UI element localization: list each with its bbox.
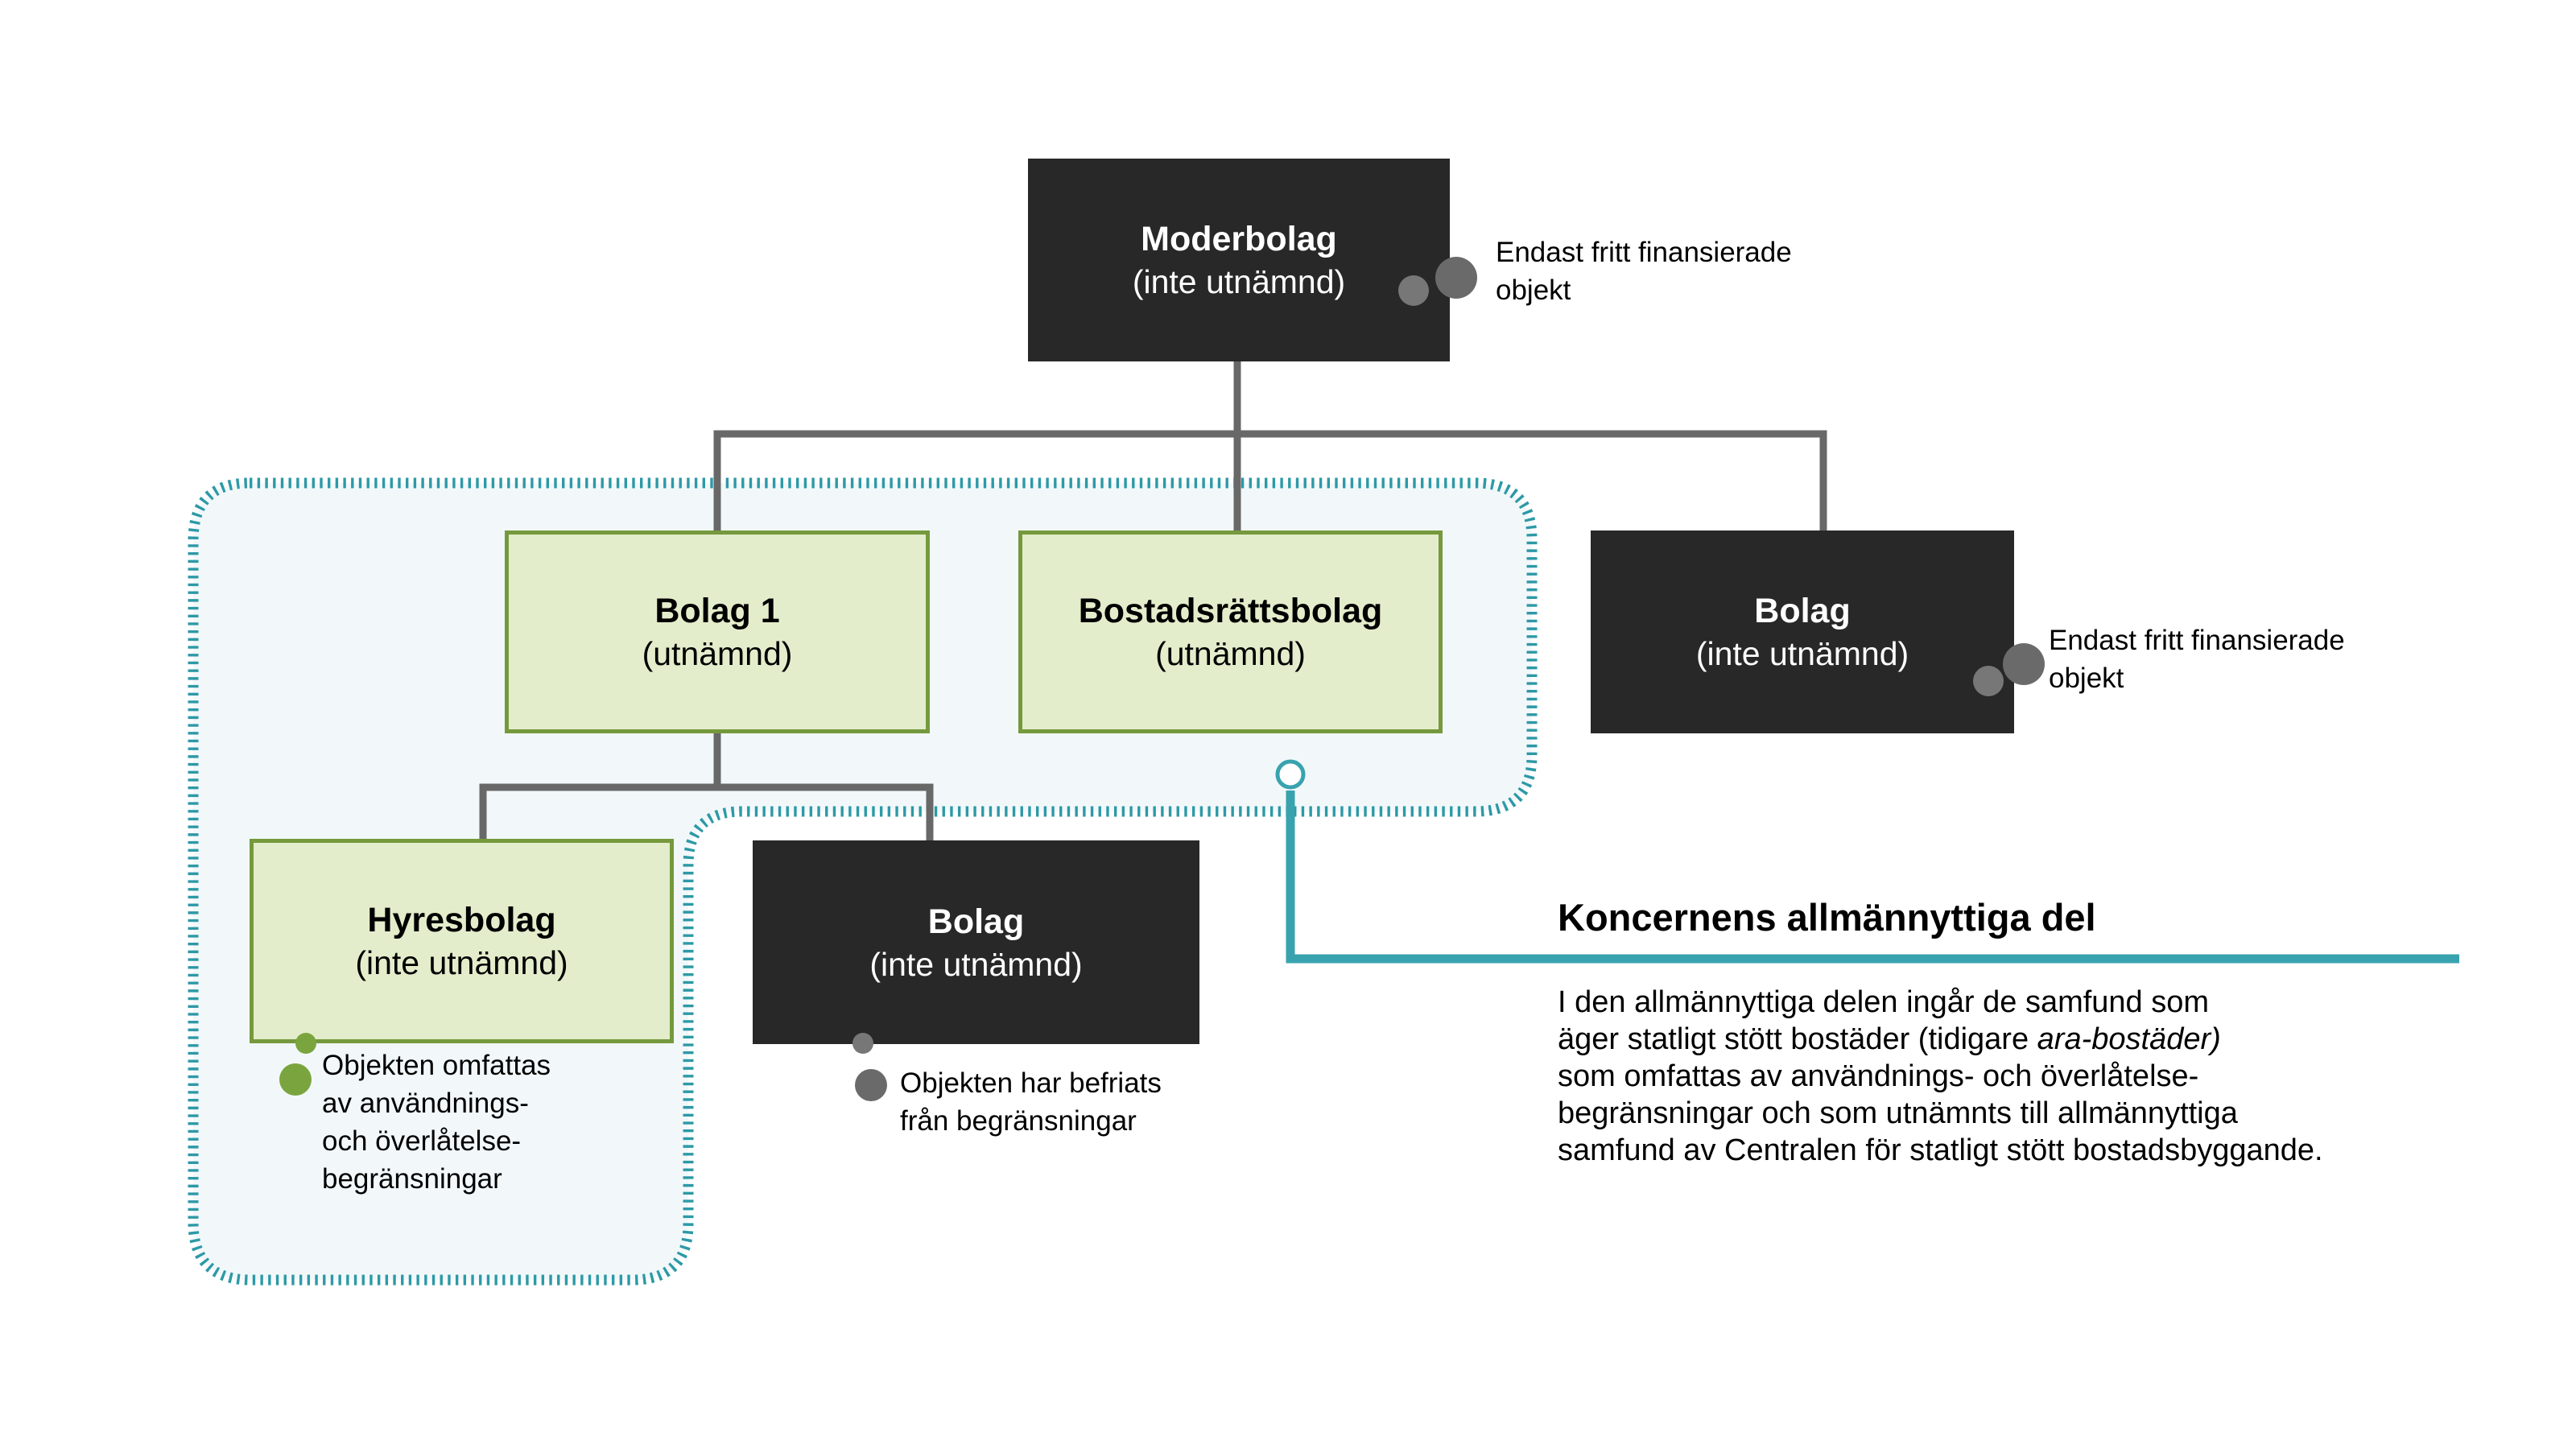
box-bolag-befriat: Bolag (inte utnämnd)	[753, 840, 1199, 1044]
dot-large-gray-moderbolag-icon	[1435, 257, 1477, 299]
legend-paragraph-line: samfund av Centralen för statligt stött …	[1558, 1132, 2323, 1169]
connector-region-to-legend	[1286, 791, 2459, 964]
legend-text: I den allmännyttiga delen ingår de samfu…	[1558, 985, 2210, 1019]
legend-paragraph-line: I den allmännyttiga delen ingår de samfu…	[1558, 984, 2323, 1021]
legend-text: äger statligt stött bostäder (tidigare	[1558, 1022, 2037, 1056]
box-bolag1-title: Bolag 1	[654, 592, 780, 630]
box-bostadsrattsbolag-title: Bostadsrättsbolag	[1078, 592, 1383, 630]
legend-paragraph: I den allmännyttiga delen ingår de samfu…	[1558, 984, 2323, 1169]
box-moderbolag: Moderbolag (inte utnämnd)	[1028, 159, 1450, 361]
note-moderbolag: Endast fritt finansierade objekt	[1496, 237, 1792, 306]
box-hyresbolag-subtitle: (inte utnämnd)	[355, 944, 568, 981]
dot-large-gray-bolag-fritt-icon	[2003, 643, 2045, 685]
box-bolag-befriat-subtitle: (inte utnämnd)	[869, 945, 1083, 983]
note-bolag-fritt: Endast fritt finansierade objekt	[2049, 625, 2345, 694]
box-bolag1-subtitle: (utnämnd)	[642, 635, 793, 672]
box-bostadsrattsbolag: Bostadsrättsbolag (utnämnd)	[1018, 530, 1443, 733]
dot-large-gray-bolag-befriat-icon	[855, 1069, 887, 1101]
box-hyresbolag-title: Hyresbolag	[367, 901, 556, 939]
box-bolag-fritt-subtitle: (inte utnämnd)	[1695, 635, 1909, 672]
legend-text: som omfattas av användnings- och överlåt…	[1558, 1059, 2199, 1093]
box-bostadsrattsbolag-subtitle: (utnämnd)	[1155, 635, 1306, 672]
dot-small-green-hyresbolag-icon	[295, 1033, 316, 1054]
box-bolag-fritt-title: Bolag	[1754, 592, 1851, 630]
legend-text-italic: ara-bostäder)	[2037, 1022, 2221, 1056]
dot-small-gray-bolag-befriat-icon	[852, 1033, 873, 1054]
connector-bolag1-to-children	[479, 783, 934, 840]
legend-paragraph-line: begränsningar och som utnämnts till allm…	[1558, 1095, 2323, 1132]
dot-large-green-hyresbolag-icon	[279, 1063, 312, 1096]
connector-node-circle	[1275, 759, 1306, 790]
note-hyresbolag: Objekten omfattas av användnings- och öv…	[322, 1050, 551, 1195]
connector-moderbolag-to-children	[713, 430, 1827, 530]
legend-heading: Koncernens allmännyttiga del	[1558, 896, 2096, 939]
box-bolag-befriat-title: Bolag	[927, 902, 1025, 941]
legend-text: samfund av Centralen för statligt stött …	[1558, 1133, 2323, 1167]
dot-small-gray-moderbolag-icon	[1398, 275, 1429, 306]
legend-text: begränsningar och som utnämnts till allm…	[1558, 1096, 2238, 1130]
legend-paragraph-line: som omfattas av användnings- och överlåt…	[1558, 1058, 2323, 1095]
box-bolag-fritt: Bolag (inte utnämnd)	[1591, 530, 2014, 733]
box-hyresbolag: Hyresbolag (inte utnämnd)	[250, 839, 674, 1043]
legend-paragraph-line: äger statligt stött bostäder (tidigare a…	[1558, 1021, 2323, 1058]
box-bolag1: Bolag 1 (utnämnd)	[505, 530, 930, 733]
note-bolag-befriat: Objekten har befriats från begränsningar	[900, 1067, 1162, 1137]
dot-small-gray-bolag-fritt-icon	[1973, 666, 2004, 696]
box-moderbolag-title: Moderbolag	[1141, 220, 1337, 258]
box-moderbolag-subtitle: (inte utnämnd)	[1132, 263, 1346, 300]
